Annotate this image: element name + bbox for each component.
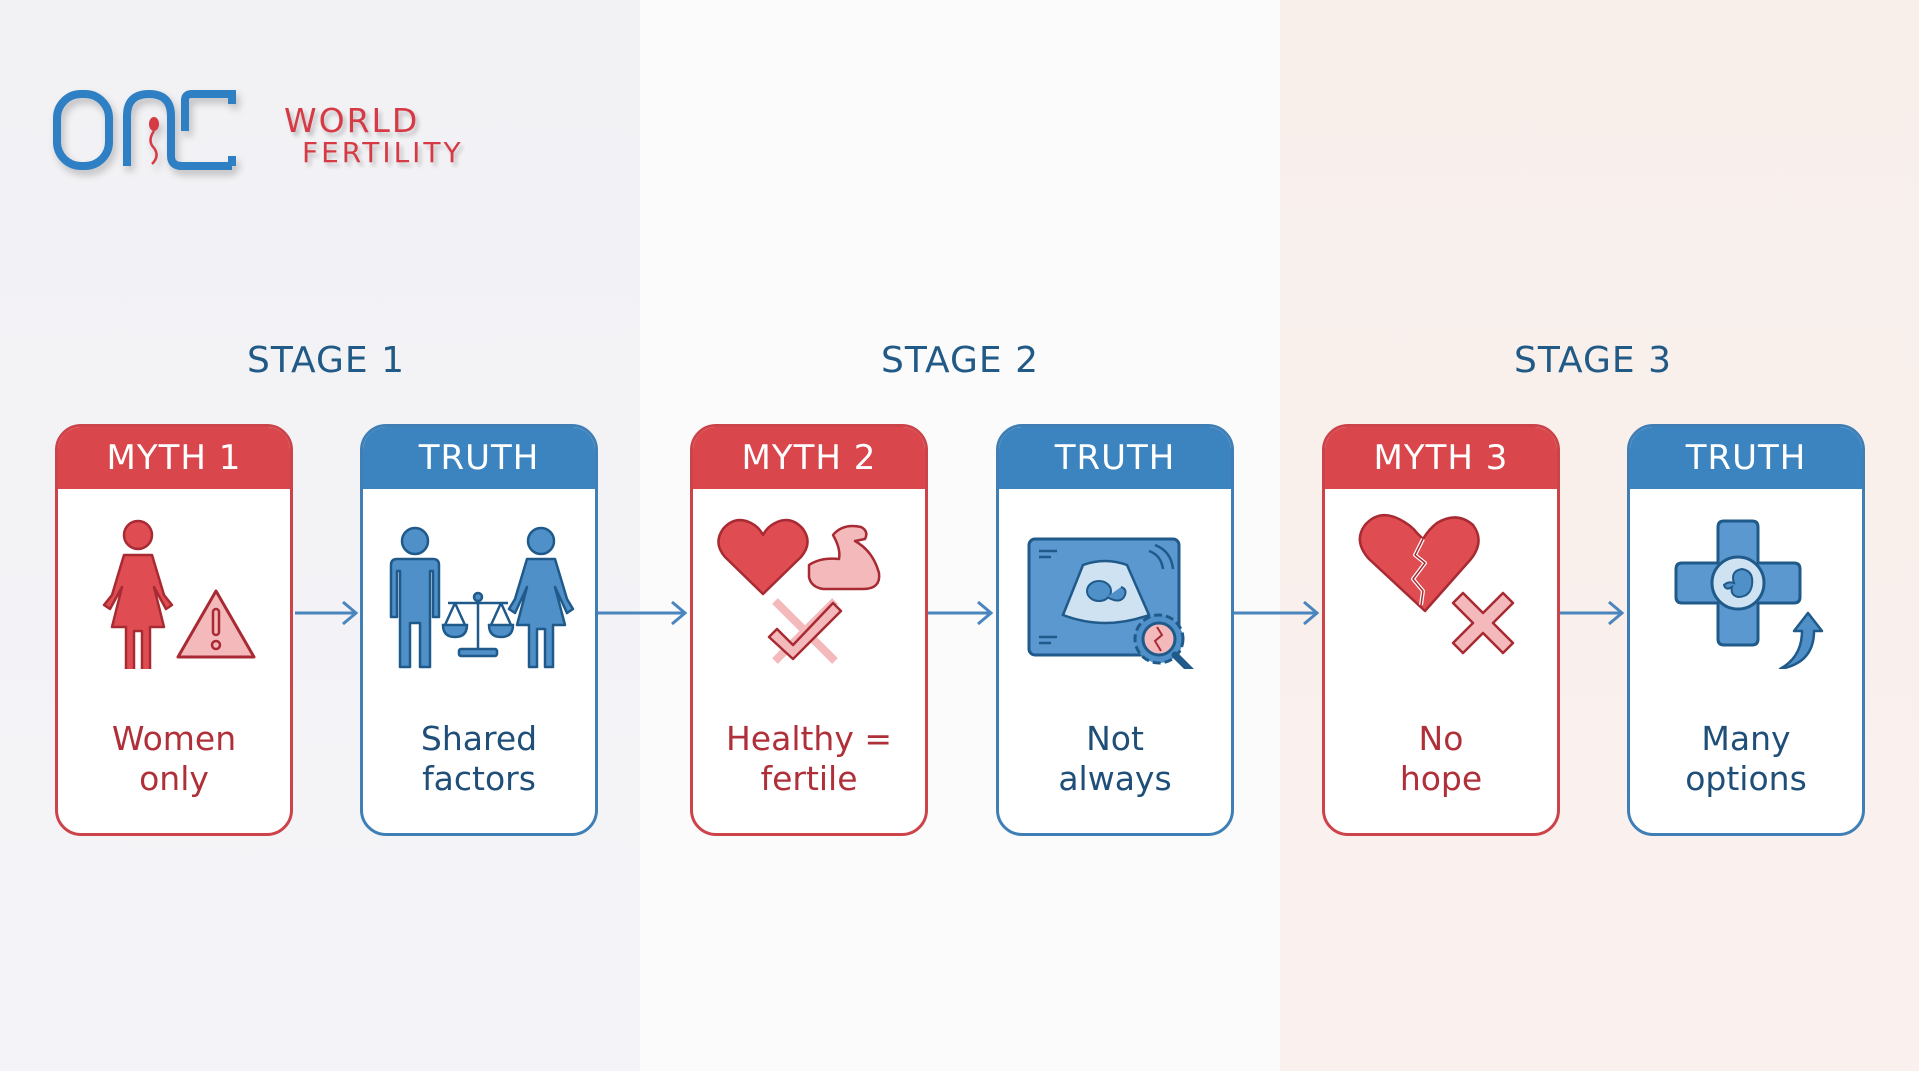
card-header: TRUTH [999,427,1231,489]
stage-1-label: STAGE 1 [246,340,406,381]
heart-muscle-check-icon [693,499,925,669]
card-text: Many options [1630,719,1862,799]
logo-line-1: WORLD [284,101,420,140]
logo-line-2: FERTILITY [302,136,464,169]
card-text-line-1: Not [1086,719,1144,758]
card-text-line-2: options [1685,759,1807,798]
truth-2-card: TRUTH Not always [996,424,1234,836]
myth-1-card: MYTH 1 Women only [55,424,293,836]
card-text-line-1: Shared [420,719,538,758]
ultrasound-magnifier-icon [999,499,1231,677]
card-header: TRUTH [363,427,595,489]
card-text-line-2: always [1058,759,1172,798]
one-logo-mark-icon [53,89,236,170]
card-text: Not always [999,719,1231,799]
medical-cross-embryo-icon [1630,499,1862,671]
man-woman-scales-icon [363,499,595,669]
card-header: MYTH 3 [1325,427,1557,489]
arrow-right-icon [928,600,994,626]
one-world-fertility-logo: WORLD FERTILITY [52,86,472,176]
stage-2-label: STAGE 2 [880,340,1040,381]
card-text-line-1: No [1418,719,1464,758]
arrow-right-icon [1234,600,1320,626]
card-text-line-1: Many [1701,719,1791,758]
card-text-line-1: Healthy = [725,719,893,758]
myth-2-card: MYTH 2 Healthy = fertile [690,424,928,836]
card-text: Shared factors [363,719,595,799]
woman-warning-icon [58,499,290,677]
card-text: No hope [1325,719,1557,799]
card-header: TRUTH [1630,427,1862,489]
card-text-line-2: hope [1399,759,1483,798]
card-header: MYTH 1 [58,427,290,489]
arrow-right-icon [598,600,688,626]
arrow-right-icon [1560,600,1625,626]
card-text-line-2: fertile [760,759,858,798]
card-text: Women only [58,719,290,799]
arrow-right-icon [295,600,359,626]
card-text-line-2: only [139,759,209,798]
truth-1-card: TRUTH Shared [360,424,598,836]
card-text-line-2: factors [422,759,536,798]
truth-3-card: TRUTH Many options [1627,424,1865,836]
stage-3-label: STAGE 3 [1513,340,1673,381]
broken-heart-x-icon [1325,499,1557,669]
card-text: Healthy = fertile [693,719,925,799]
card-text-line-1: Women [111,719,237,758]
myth-3-card: MYTH 3 No hope [1322,424,1560,836]
card-header: MYTH 2 [693,427,925,489]
